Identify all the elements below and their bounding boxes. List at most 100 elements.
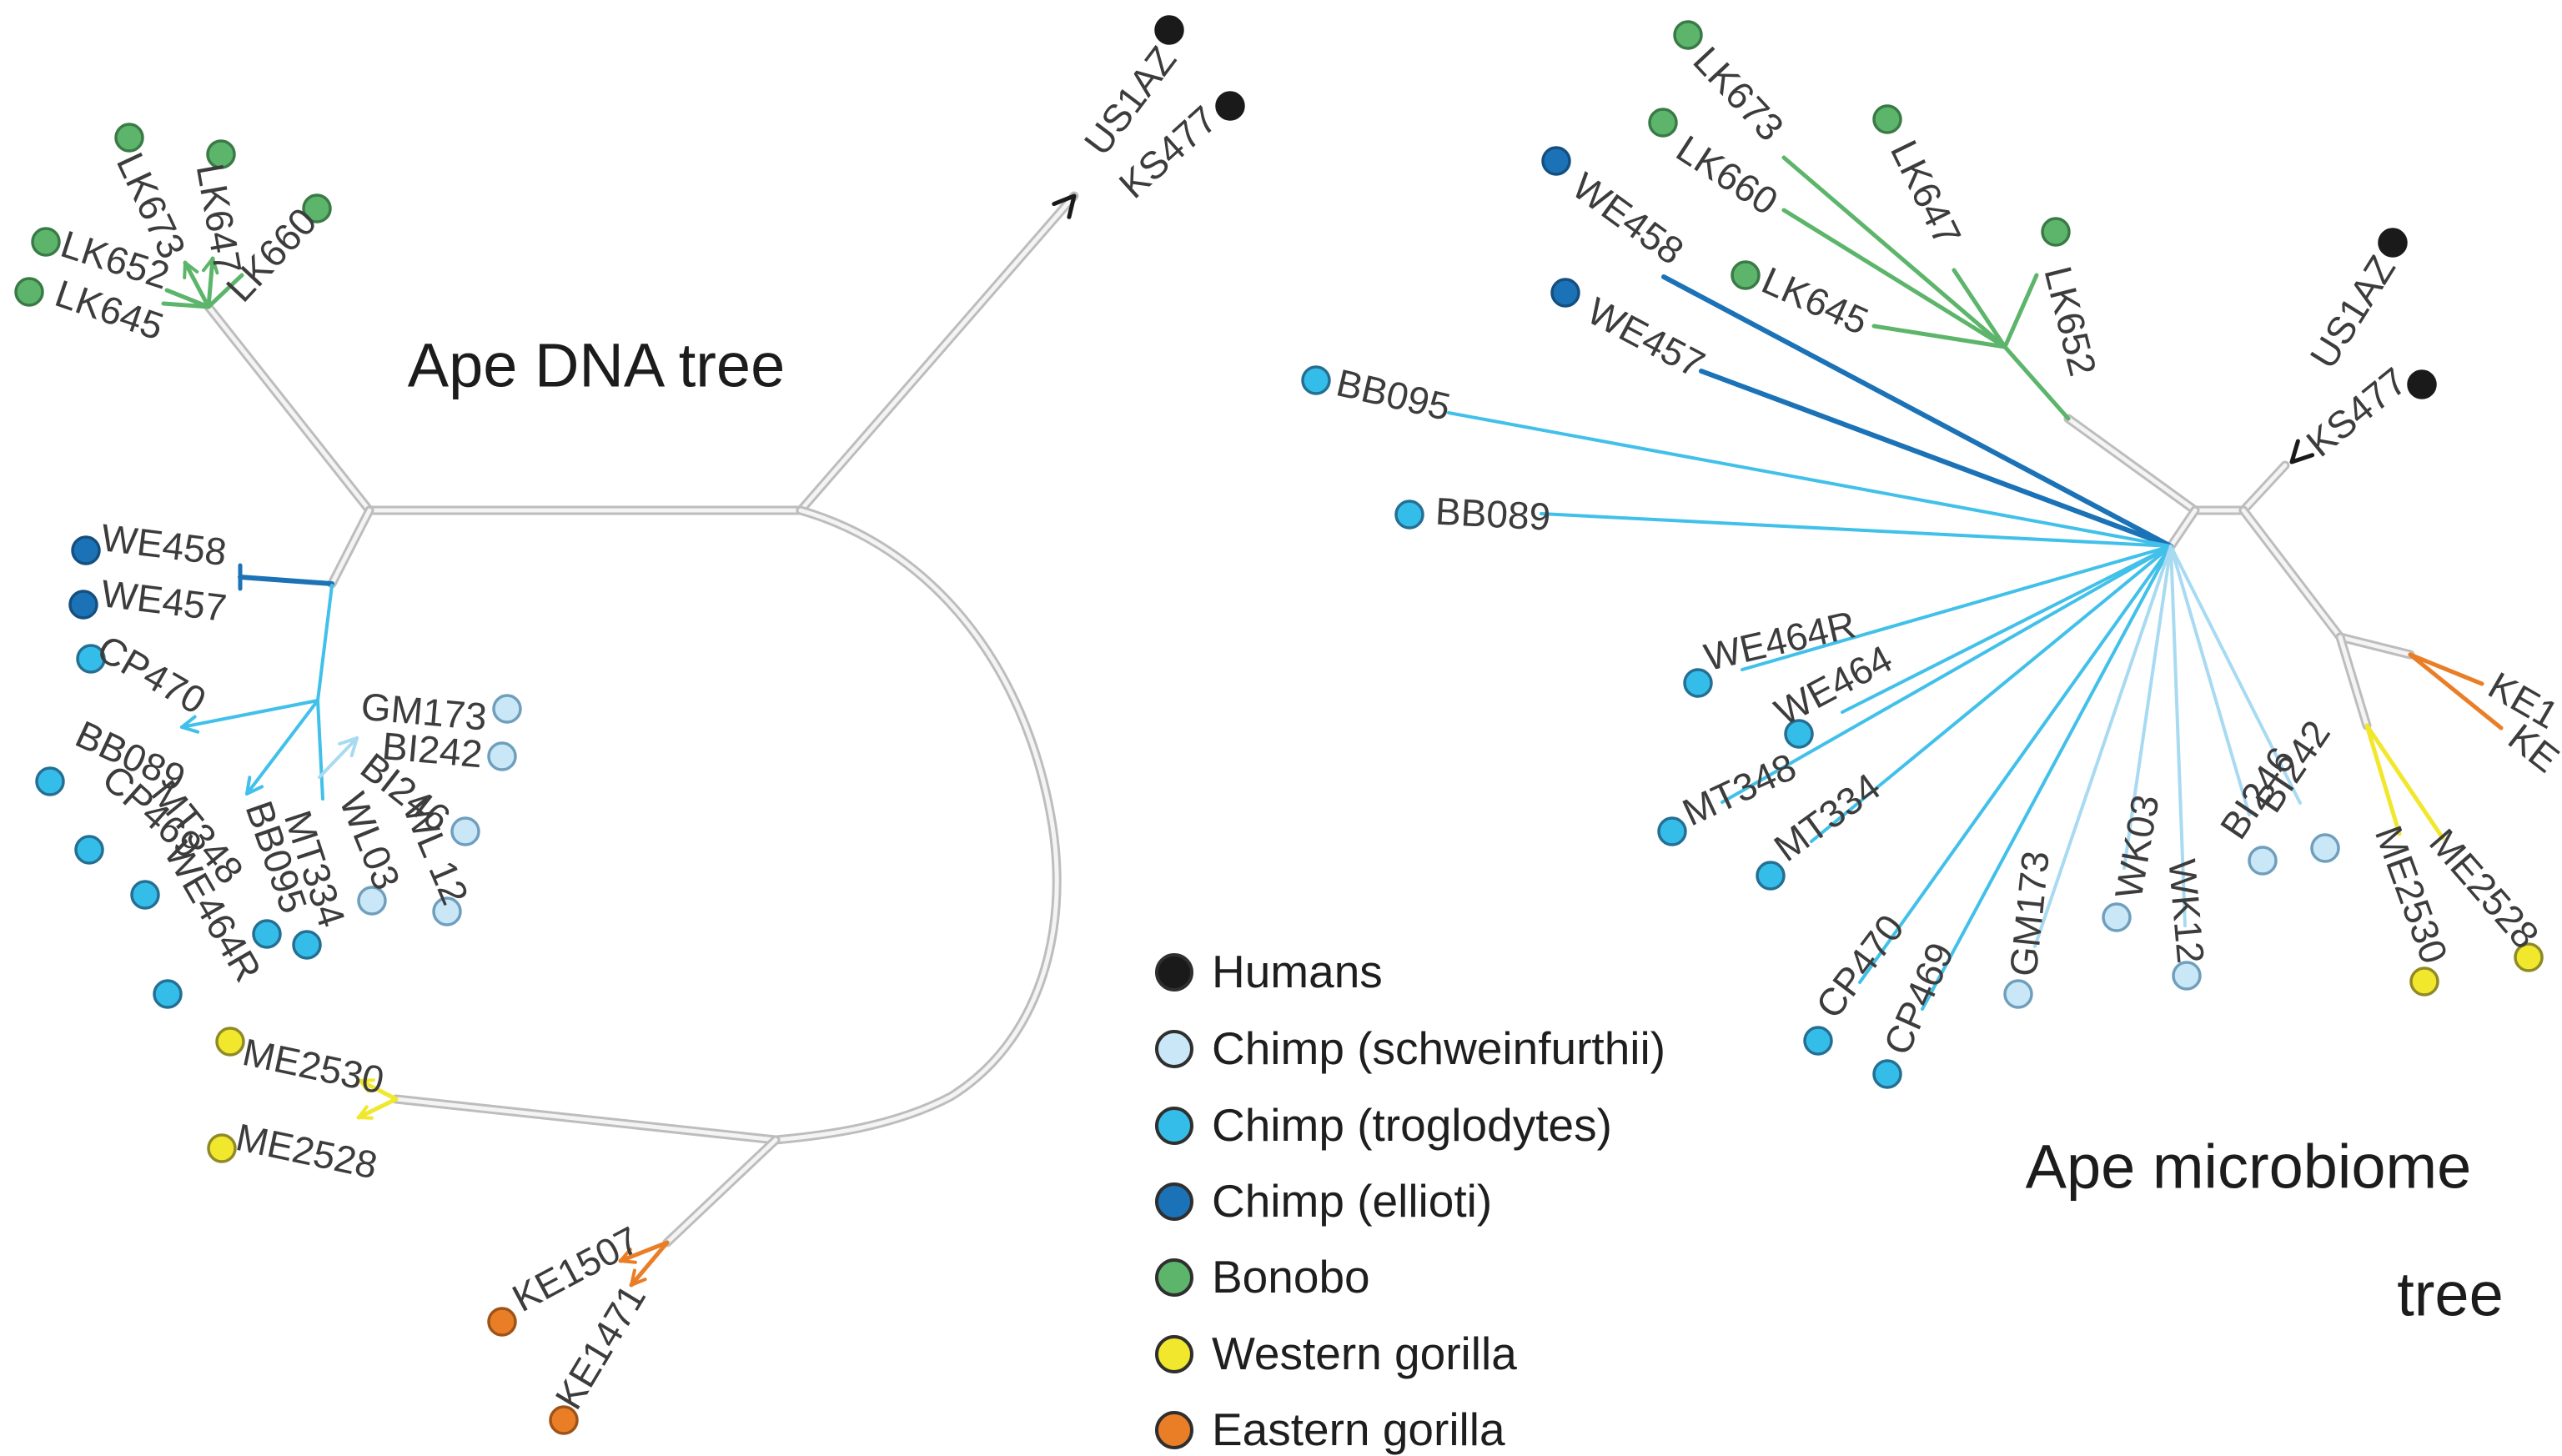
leaf-dot-BB089 <box>1394 500 1424 530</box>
legend-label: Western gorilla <box>1212 1328 1517 1379</box>
leaf-dot-GM173 <box>492 694 522 724</box>
ape-microbiome-tree: LK673LK660LK645LK647LK652WE458WE457BB095… <box>1301 20 2562 1089</box>
leaf-dot-BI246 <box>2248 846 2278 876</box>
leaf-dot-GM173 <box>2003 979 2033 1009</box>
ape-dna-tree: LK673LK647LK660LK652LK645US1AZKS477WE458… <box>14 15 1245 1435</box>
legend-label: Chimp (troglodytes) <box>1212 1099 1612 1151</box>
leaf-dot-CP469 <box>1872 1059 1902 1089</box>
leaf-dot-MT334 <box>292 930 322 960</box>
leaf-dot-LK647 <box>206 139 236 169</box>
leaf-label-WE458: WE458 <box>98 515 229 574</box>
leaf-dot-KE1507 <box>487 1307 517 1337</box>
leaf-label-GM173: GM173 <box>359 685 489 739</box>
leaf-label-WE458: WE458 <box>1565 164 1692 274</box>
branch-darkblue <box>1699 369 2173 549</box>
leaf-dot-LK660 <box>1648 108 1678 138</box>
microbiome-tree-title-line2: tree <box>2397 1260 2504 1329</box>
legend-item-western-gorilla: Western gorilla <box>1155 1331 1517 1377</box>
leaf-dot-WL 12 <box>432 896 462 926</box>
branch-orange <box>618 1240 670 1263</box>
leaf-label-US1AZ: US1AZ <box>2301 248 2404 375</box>
leaf-dot-ME2530 <box>215 1027 245 1057</box>
leaf-dot-WL03 <box>357 886 387 916</box>
leaf-dot-CP470 <box>1803 1026 1833 1056</box>
branch-tip-arrow-icon <box>2289 439 2315 464</box>
branch-cyan <box>1921 545 2173 1011</box>
branch-tip-arrow-icon <box>245 776 264 796</box>
branch-gray-inner <box>2168 508 2198 549</box>
leaf-dot-MT334 <box>1756 861 1786 891</box>
leaf-dot-CP469 <box>74 835 104 865</box>
branch-gray-inner <box>2338 635 2413 657</box>
leaf-dot-WK03 <box>2102 902 2132 932</box>
branch-cyan <box>1810 545 2173 843</box>
leaf-label-WK03: WK03 <box>2107 791 2168 901</box>
legend-item-humans: Humans <box>1155 949 1383 995</box>
branch-gray-inner <box>329 508 372 586</box>
branch-gray-inner <box>2241 463 2288 513</box>
legend-item-chimp-troglodytes: Chimp (troglodytes) <box>1155 1102 1612 1148</box>
branch-tip-arrow-icon <box>619 1248 637 1264</box>
branch-gray-inner <box>206 304 372 513</box>
leaf-dot-US1AZ <box>2378 228 2408 258</box>
branch-cyan <box>1540 512 2173 548</box>
branch-green <box>206 273 244 309</box>
leaf-dot-MT348 <box>130 880 160 910</box>
leaf-dot-KE1471 <box>549 1405 579 1435</box>
legend-dot-chimp-troglodytes <box>1155 1106 1193 1145</box>
legend-dot-chimp-ellioti <box>1155 1182 1193 1221</box>
legend-dot-chimp-schweinfurthii <box>1155 1029 1193 1068</box>
leaf-label-ME2528: ME2528 <box>233 1115 381 1187</box>
branch-yellow <box>2364 723 2402 836</box>
legend-label: Humans <box>1212 946 1383 997</box>
branch-green <box>206 256 215 309</box>
branch-gray-inner <box>773 508 1059 1142</box>
leaf-dot-ME2528 <box>2514 942 2544 972</box>
branch-tip-arrow-icon <box>202 257 219 275</box>
leaf-dot-US1AZ <box>1154 15 1184 45</box>
branch-gray-outer <box>771 505 1062 1145</box>
branch-yellow <box>358 1078 399 1102</box>
branch-cyan <box>1721 545 2173 804</box>
leaf-label-KS477: KS477 <box>2298 359 2415 464</box>
branch-cyan <box>1741 545 2173 671</box>
leaf-label-LK652: LK652 <box>2036 262 2105 380</box>
leaf-dot-WE457 <box>1550 278 1580 308</box>
leaf-dot-LK673 <box>114 123 144 153</box>
leaf-dot-WE464 <box>1784 719 1814 749</box>
leaf-label-ME2530: ME2530 <box>239 1030 388 1102</box>
leaf-label-BI242: BI242 <box>380 724 484 776</box>
legend-item-chimp-schweinfurthii: Chimp (schweinfurthii) <box>1155 1026 1665 1072</box>
leaf-dot-MT348 <box>1657 816 1687 846</box>
legend-label: Bonobo <box>1212 1251 1370 1303</box>
leaf-dot-CP470 <box>76 644 106 674</box>
branch-gray-inner <box>2066 416 2198 513</box>
branch-gray-inner <box>665 1137 778 1245</box>
leaf-label-CP470: CP470 <box>90 626 214 722</box>
branch-cyan <box>316 699 324 801</box>
legend-item-chimp-ellioti: Chimp (ellioti) <box>1155 1178 1492 1224</box>
leaf-label-LK645: LK645 <box>1756 259 1875 344</box>
legend-label: Chimp (ellioti) <box>1212 1175 1493 1227</box>
branch-green <box>1871 324 2007 349</box>
branch-green <box>1781 208 2007 349</box>
legend-label: Eastern gorilla <box>1212 1403 1505 1455</box>
branch-gray-inner <box>394 1097 778 1142</box>
leaf-dot-LK645 <box>14 277 44 307</box>
leaf-dot-BB089 <box>35 766 65 796</box>
leaf-dot-BI246 <box>450 816 480 846</box>
branch-tip-arrow-icon <box>359 1078 375 1093</box>
leaf-dot-WE458 <box>1541 146 1571 176</box>
leaf-dot-WE464R <box>1683 668 1713 698</box>
branch-tip-arrow-icon <box>183 261 199 279</box>
leaf-dot-WE458 <box>71 535 101 565</box>
branch-green <box>1952 268 2007 349</box>
branch-yellow <box>2364 723 2445 841</box>
legend-label: Chimp (schweinfurthii) <box>1212 1022 1666 1074</box>
legend-item-bonobo: Bonobo <box>1155 1254 1370 1300</box>
leaf-dot-LK652 <box>2041 217 2071 247</box>
leaf-label-BB089: BB089 <box>1434 490 1552 539</box>
branch-lightblue <box>2169 545 2302 805</box>
